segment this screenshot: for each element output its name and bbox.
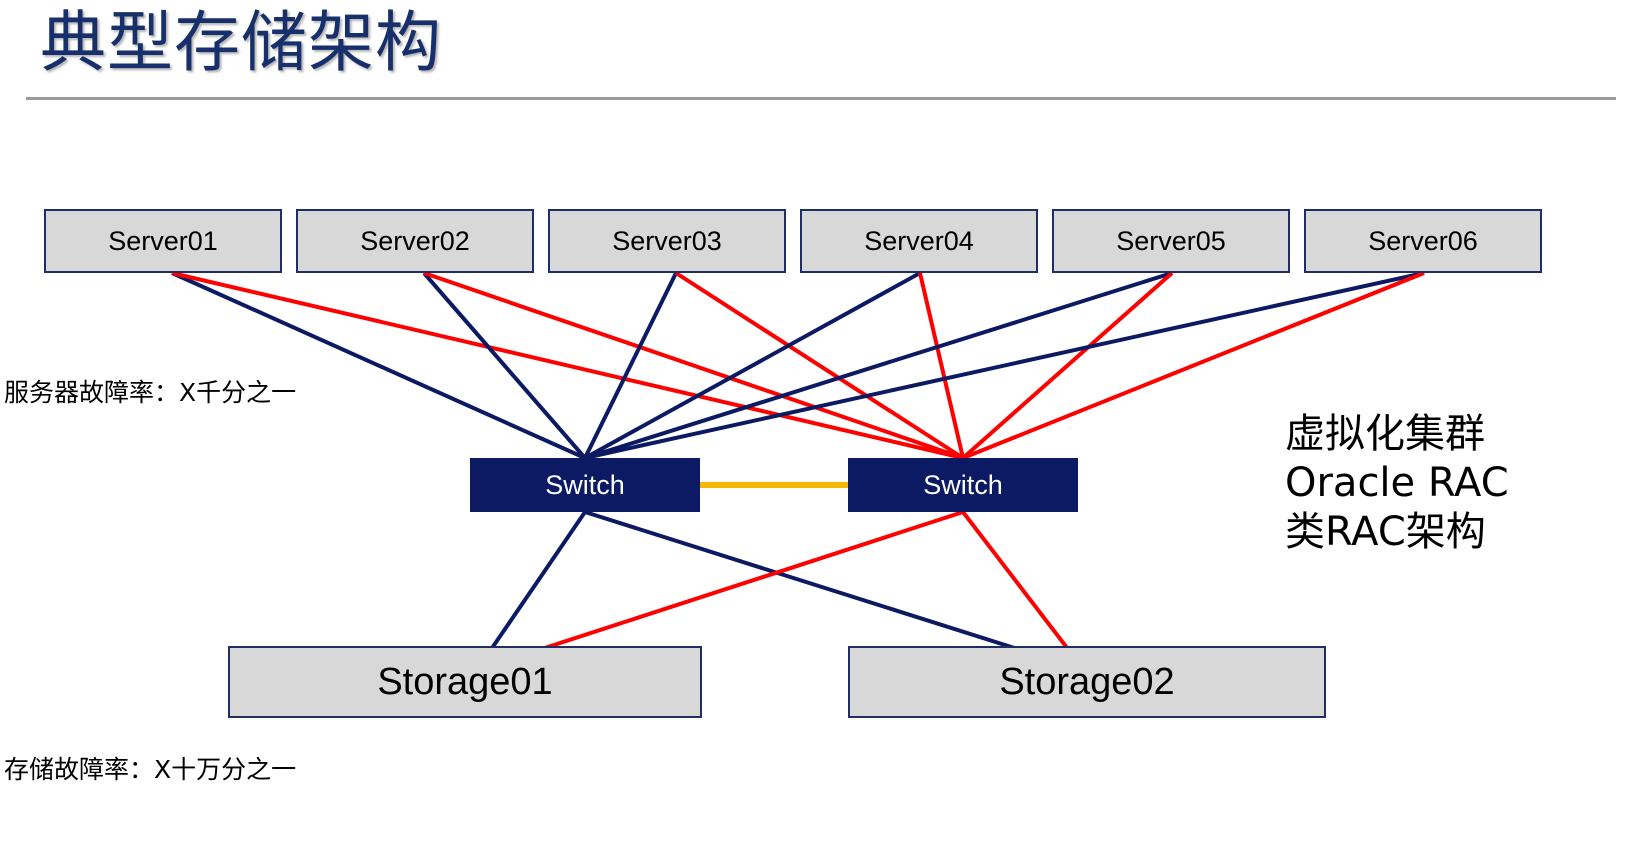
link-server-3-to-left-switch [583,272,678,459]
node-server-03[interactable]: Server03 [548,209,786,273]
cluster-note-line-1: 虚拟化集群 [1285,411,1485,457]
page-title: 典型存储架构 [40,4,442,81]
node-label: Server02 [360,225,470,256]
node-storage-02[interactable]: Storage02 [848,646,1326,718]
node-label: Server03 [612,225,722,256]
node-label: Server06 [1368,225,1478,256]
node-label: Switch [923,469,1003,500]
link-server-2-to-left-switch [422,271,587,460]
node-server-05[interactable]: Server05 [1052,209,1290,273]
title-divider [26,97,1616,100]
link-server-4-to-right-switch [918,272,965,459]
node-label: Server05 [1116,225,1226,256]
node-label: Storage01 [377,660,553,703]
node-storage-01[interactable]: Storage01 [228,646,702,718]
link-server-5-to-right-switch [961,271,1174,460]
connection-lines [171,271,1425,672]
node-switch-right[interactable]: Switch [848,458,1078,512]
node-server-04[interactable]: Server04 [800,209,1038,273]
link-server-5-to-left-switch [584,271,1173,460]
link-server-4-to-left-switch [584,271,921,460]
node-label: Storage02 [999,660,1175,703]
link-server-2-to-right-switch [423,271,964,460]
node-server-06[interactable]: Server06 [1304,209,1542,273]
server-failure-rate-note: 服务器故障率：X千分之一 [4,378,297,407]
node-server-01[interactable]: Server01 [44,209,282,273]
node-label: Switch [545,469,625,500]
storage-failure-rate-note: 存储故障率：X十万分之一 [4,755,297,784]
node-server-02[interactable]: Server02 [296,209,534,273]
cluster-note: 虚拟化集群 Oracle RAC 类RAC架构 [1285,410,1509,556]
node-label: Server04 [864,225,974,256]
cluster-note-line-3: 类RAC架构 [1285,508,1486,555]
link-server-1-to-right-switch [171,271,964,460]
cluster-note-line-2: Oracle RAC [1285,459,1509,506]
node-label: Server01 [108,225,218,256]
node-switch-left[interactable]: Switch [470,458,700,512]
link-server-3-to-right-switch [674,271,965,460]
link-server-1-to-left-switch [171,271,586,460]
